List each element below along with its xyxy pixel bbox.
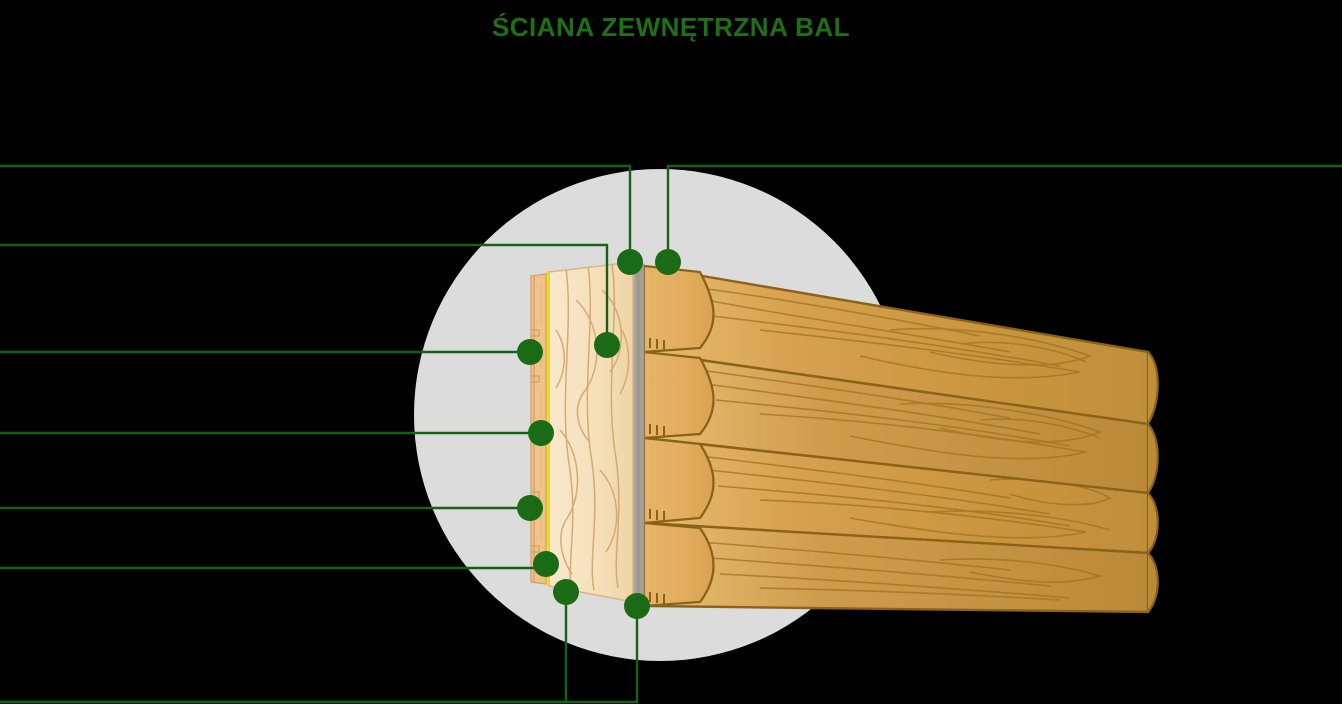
callout-dot-3[interactable]: [594, 332, 620, 358]
callout-dot-2[interactable]: [617, 249, 643, 275]
log-course-4: [642, 521, 1159, 614]
callout-dot-5[interactable]: [528, 420, 554, 446]
callout-8-leader[interactable]: [0, 592, 568, 704]
log-course-2: [642, 350, 1159, 495]
log-wall-group: [642, 264, 1159, 614]
callout-7-leader[interactable]: [0, 564, 548, 570]
callout-dot-9[interactable]: [624, 593, 650, 619]
callout-dot-8[interactable]: [553, 579, 579, 605]
callout-9-leader[interactable]: [0, 606, 639, 704]
callout-dot-6[interactable]: [517, 495, 543, 521]
callout-dots: [517, 249, 681, 619]
callout-dot-1[interactable]: [655, 249, 681, 275]
callout-1-leader[interactable]: [666, 164, 1342, 262]
callout-leaders: [0, 164, 1342, 704]
callout-dot-4[interactable]: [517, 339, 543, 365]
insulation-panel-layer: [548, 261, 634, 603]
callout-2-leader[interactable]: [0, 164, 632, 262]
callout-dot-7[interactable]: [533, 551, 559, 577]
page-title: ŚCIANA ZEWNĘTRZNA BAL: [491, 12, 851, 42]
windproof-membrane-layer: [632, 261, 645, 605]
callout-3-leader[interactable]: [0, 243, 609, 345]
